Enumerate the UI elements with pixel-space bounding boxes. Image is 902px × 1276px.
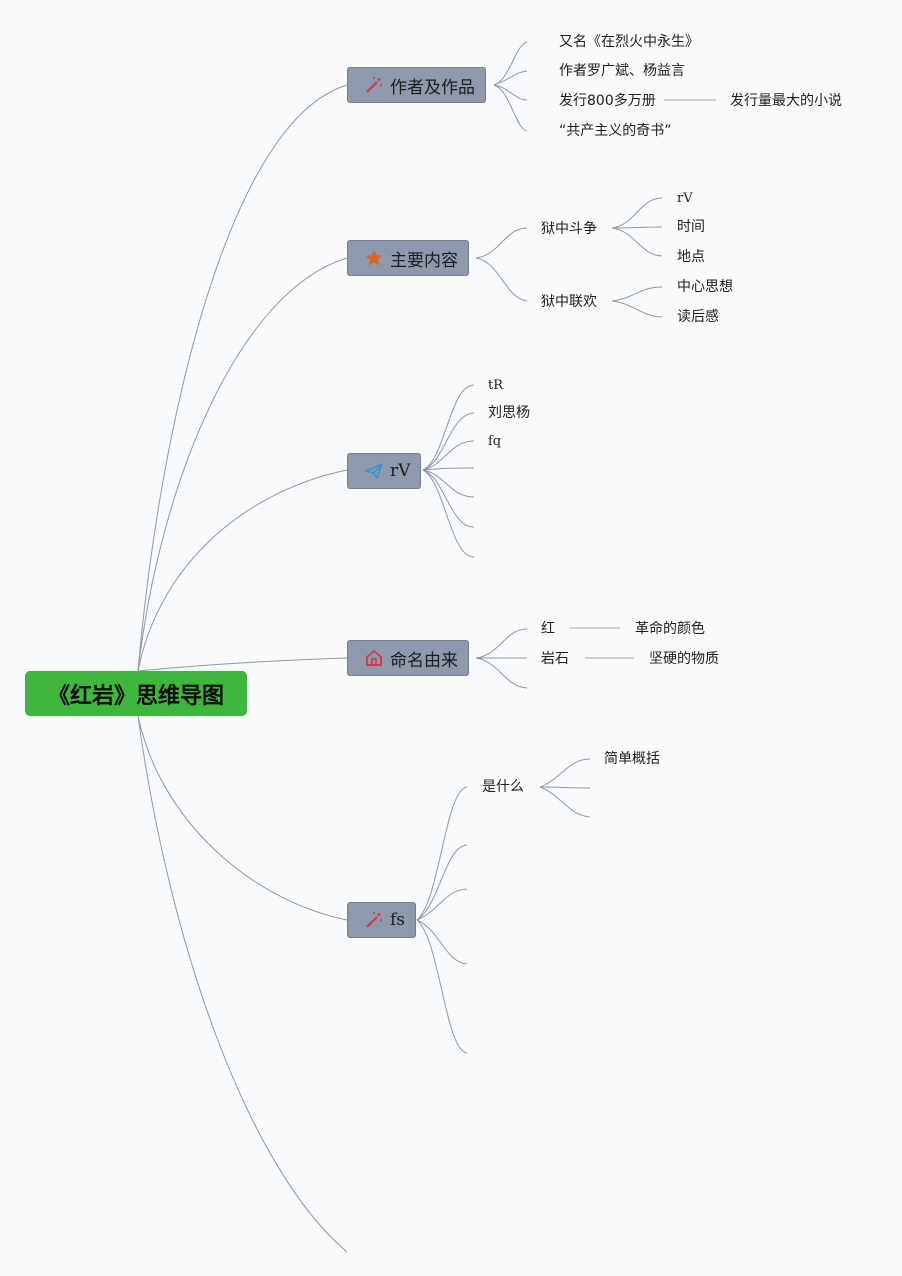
house-icon (364, 648, 384, 668)
branch-label: 命名由来 (390, 650, 458, 671)
leaf-rock-meaning[interactable]: 坚硬的物质 (649, 651, 719, 667)
branch-main-content[interactable]: 主要内容 (347, 240, 469, 276)
leaf-party-item[interactable]: 读后感 (677, 309, 719, 325)
branch-naming-origin[interactable]: 命名由来 (347, 640, 469, 676)
leaf-character[interactable]: tR (488, 378, 504, 393)
leaf-party-item[interactable]: 中心思想 (677, 279, 733, 295)
leaf-prison-party[interactable]: 狱中联欢 (541, 294, 597, 310)
magic-wand-icon (364, 910, 384, 930)
root-title: 《红岩》思维导图 (47, 683, 224, 709)
paper-plane-icon (364, 461, 384, 481)
leaf-red[interactable]: 红 (541, 621, 555, 637)
root-node[interactable]: 《红岩》思维导图 (25, 671, 247, 716)
leaf-circulation-note[interactable]: 发行量最大的小说 (730, 93, 842, 109)
leaf-authors[interactable]: 作者罗广斌、杨益言 (559, 63, 685, 79)
branch-label: 主要内容 (390, 250, 458, 271)
leaf-circulation[interactable]: 发行800多万册 (559, 93, 656, 109)
leaf-struggle-item[interactable]: 时间 (677, 219, 705, 235)
leaf-alias[interactable]: 又名《在烈火中永生》 (559, 34, 699, 50)
leaf-prison-struggle[interactable]: 狱中斗争 (541, 221, 597, 237)
branch-label: 作者及作品 (390, 77, 475, 98)
leaf-communist-book[interactable]: “共产主义的奇书” (559, 123, 672, 139)
branch-author-works[interactable]: 作者及作品 (347, 67, 486, 103)
leaf-summary[interactable]: 简单概括 (604, 751, 660, 767)
branch-rv[interactable]: rV (347, 453, 422, 489)
leaf-struggle-item[interactable]: 地点 (677, 249, 705, 265)
leaf-struggle-item[interactable]: rV (677, 191, 693, 206)
magic-wand-icon (364, 75, 384, 95)
branch-fs[interactable]: fs (347, 902, 417, 938)
star-icon (364, 248, 384, 268)
leaf-red-meaning[interactable]: 革命的颜色 (635, 621, 705, 637)
leaf-what-is-it[interactable]: 是什么 (482, 779, 524, 795)
leaf-rock[interactable]: 岩石 (541, 651, 569, 667)
leaf-character[interactable]: fq (488, 434, 502, 449)
branch-label: rV (390, 461, 411, 481)
leaf-character[interactable]: 刘思杨 (488, 405, 530, 421)
branch-label: fs (390, 910, 406, 930)
